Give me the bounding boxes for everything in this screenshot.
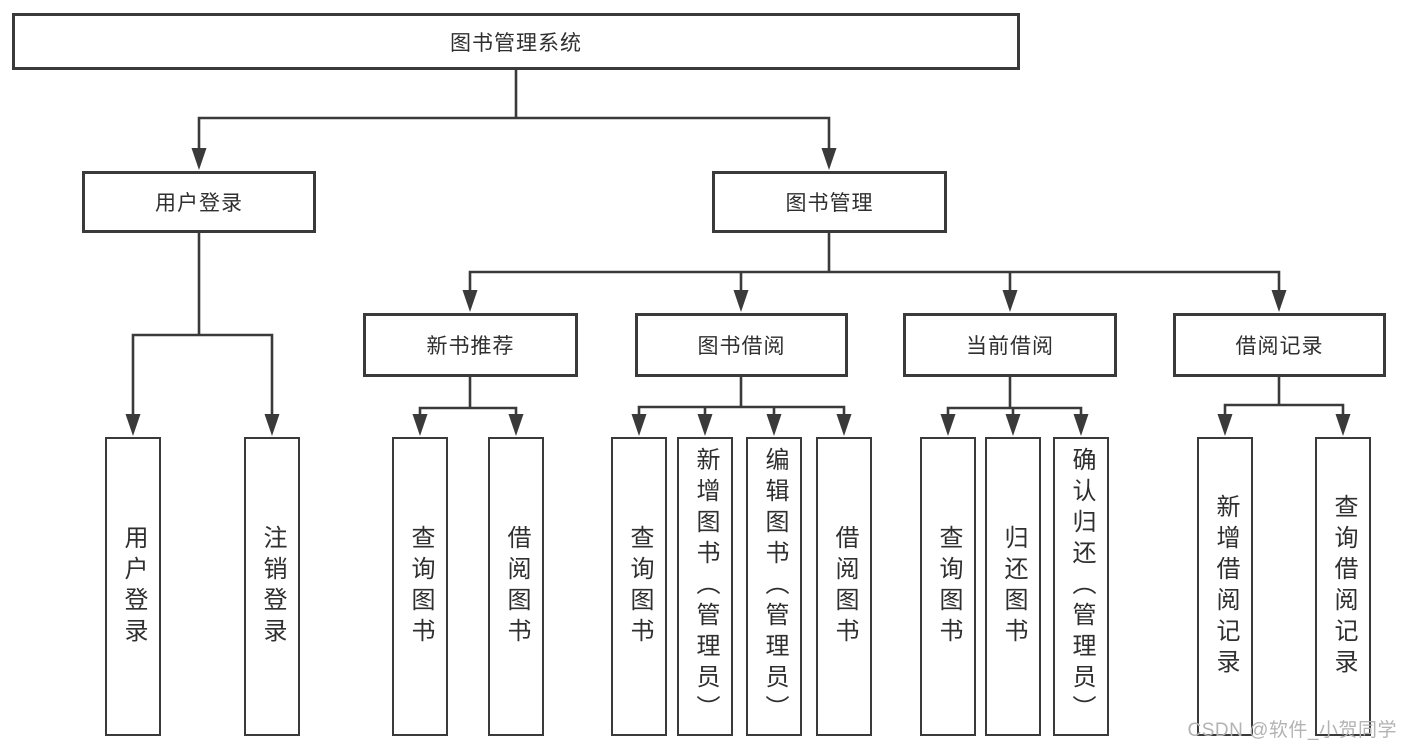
arrowhead-icon [697,414,713,436]
node-label: 图书借阅 [697,335,786,358]
node-leaf-user-login: 用户登录 [105,437,161,736]
node-label: 归还图书 [1000,524,1027,649]
node-leaf-add-borrow-record: 新增借阅记录 [1197,437,1253,736]
node-label: 新增借阅记录 [1212,493,1239,680]
node-book-borrow: 图书借阅 [635,313,848,377]
arrowhead-icon [191,148,207,170]
connector-new-book-recommend-to-leaves [418,377,518,416]
node-label: 查询图书 [626,524,653,649]
connector-book-borrow-to-leaves [637,377,846,416]
arrowhead-icon [1217,414,1233,436]
node-leaf-edit-book-admin: 编辑图书（管理员） [746,437,802,736]
node-label: 确认归还（管理员） [1068,447,1095,726]
arrowhead-icon [733,290,749,312]
node-leaf-borrow-books: 借阅图书 [816,437,872,736]
node-leaf-query-books-recommend: 查询图书 [392,437,448,736]
arrowhead-icon [412,414,428,436]
arrowhead-icon [940,414,956,436]
connector-user-login-to-leaves [131,233,274,416]
node-label: 用户登录 [155,192,243,215]
arrowhead-icon [264,414,280,436]
connector-book-management-to-level3 [468,233,1281,292]
node-leaf-confirm-return-admin: 确认归还（管理员） [1053,437,1109,736]
connector-root-to-level2 [197,70,831,150]
node-leaf-query-books-borrow: 查询图书 [611,437,667,736]
arrowhead-icon [821,148,837,170]
arrowhead-icon [1073,414,1089,436]
arrowhead-icon [508,414,524,436]
arrowhead-icon [1335,414,1351,436]
arrowhead-icon [836,414,852,436]
node-leaf-query-borrow-record: 查询借阅记录 [1315,437,1371,736]
node-root-system: 图书管理系统 [12,13,1020,70]
node-label: 编辑图书（管理员） [761,447,788,726]
node-label: 借阅记录 [1235,335,1324,358]
node-label: 新增图书（管理员） [692,447,719,726]
arrowhead-icon [766,414,782,436]
node-current-borrow: 当前借阅 [903,313,1117,377]
node-label: 查询图书 [935,524,962,649]
arrowhead-icon [631,414,647,436]
node-label: 注销登录 [259,524,286,649]
arrowheads [125,148,1351,436]
arrowhead-icon [1271,290,1287,312]
connector-borrow-record-to-leaves [1223,377,1345,416]
node-leaf-add-book-admin: 新增图书（管理员） [677,437,733,736]
node-label: 查询图书 [407,524,434,649]
node-new-book-recommend: 新书推荐 [363,313,578,377]
node-label: 借阅图书 [831,524,858,649]
node-label: 用户登录 [120,524,147,649]
node-book-management: 图书管理 [712,171,947,233]
arrowhead-icon [1002,290,1018,312]
arrowhead-icon [125,414,141,436]
node-label: 借阅图书 [503,524,530,649]
node-label: 查询借阅记录 [1330,493,1357,680]
node-label: 当前借阅 [966,335,1054,358]
csdn-watermark: CSDN @软件_小贺同学 [1187,720,1397,741]
node-label: 新书推荐 [426,335,515,358]
arrowhead-icon [462,290,478,312]
connector-current-borrow-to-leaves [946,377,1083,416]
node-label: 图书管理 [785,192,874,215]
node-leaf-query-books-current: 查询图书 [920,437,976,736]
node-borrow-record: 借阅记录 [1173,313,1386,377]
node-leaf-logout: 注销登录 [244,437,300,736]
arrowhead-icon [1005,414,1021,436]
node-label: 图书管理系统 [450,31,582,55]
node-leaf-borrow-books-recommend: 借阅图书 [488,437,544,736]
node-leaf-return-book: 归还图书 [985,437,1041,736]
node-user-login: 用户登录 [82,171,316,233]
